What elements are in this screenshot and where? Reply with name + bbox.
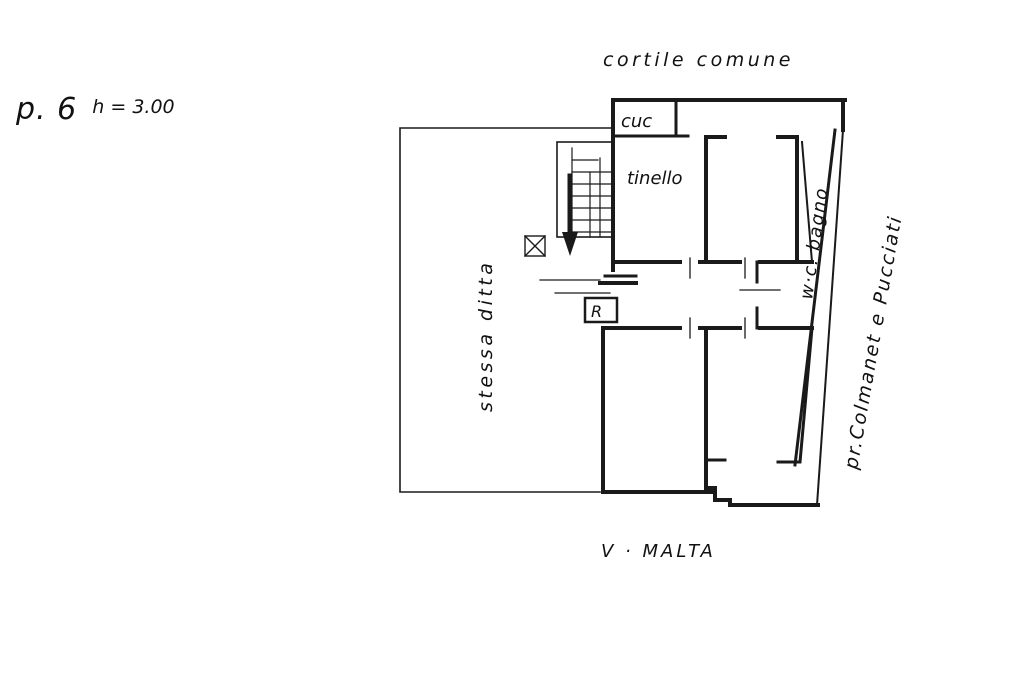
adjacent-property-outline: [399, 127, 614, 493]
south-wall: [601, 490, 820, 507]
door-openings: [689, 257, 781, 339]
elevator-shaft-icon: [524, 235, 546, 257]
label-north: cortile comune: [603, 49, 794, 71]
label-riser: R: [591, 302, 602, 321]
partition-lower-1: [704, 326, 717, 490]
label-west: stessa ditta: [475, 260, 497, 412]
label-east: pr.Colmanet e Pucciati: [840, 213, 907, 471]
label-south: V · MALTA: [601, 541, 716, 562]
label-dining: tinello: [627, 168, 683, 189]
floor-label: p. 6 h = 3.00: [16, 92, 175, 127]
stairwell: [556, 141, 614, 238]
partition-upper-1: [704, 135, 727, 264]
stair-treads: [571, 147, 613, 238]
riser-box: [583, 296, 619, 324]
partition-upper-2: [776, 135, 799, 264]
ceiling-height: h = 3.00: [92, 96, 175, 118]
east-wall-outer: [815, 128, 845, 507]
floor-number: p. 6: [16, 92, 78, 127]
label-bath: w·c. bagno: [796, 186, 833, 301]
stair-direction-arrow: [562, 173, 578, 256]
east-wall-inner: [793, 128, 837, 467]
partition-upper-3: [800, 140, 814, 264]
label-kitchen: cuc: [621, 111, 652, 132]
landing-lines: [539, 274, 638, 294]
partition-lower-3: [776, 326, 814, 464]
